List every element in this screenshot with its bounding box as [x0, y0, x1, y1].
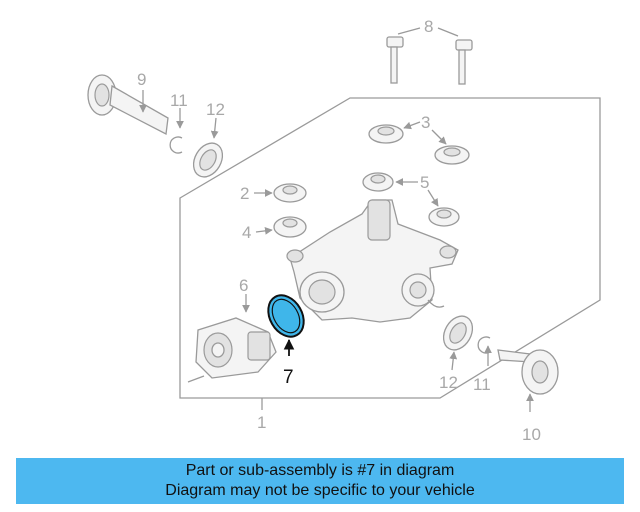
label-7: 7	[283, 367, 294, 388]
part-9-shaft	[87, 74, 169, 136]
label-3: 3	[421, 113, 430, 132]
label-6: 6	[239, 276, 248, 295]
banner-line-2: Diagram may not be specific to your vehi…	[165, 482, 475, 499]
label-11-bottom: 11	[473, 375, 491, 394]
label-5: 5	[420, 173, 429, 192]
part-6-coupling	[187, 294, 277, 383]
info-banner: Part or sub-assembly is #7 in diagram Di…	[16, 458, 624, 504]
part-10-flange	[497, 349, 559, 412]
banner-line-1: Part or sub-assembly is #7 in diagram	[185, 462, 455, 479]
part-3-mounts	[368, 121, 470, 165]
label-12-top: 12	[206, 100, 225, 119]
label-1: 1	[257, 413, 266, 432]
label-12-bottom: 12	[439, 373, 458, 392]
label-4: 4	[242, 223, 251, 242]
label-8: 8	[424, 17, 433, 36]
parts-diagram: 8 9 11 12 3 5 2 4 6 7 12 11 1 10	[87, 17, 601, 444]
label-11-top: 11	[170, 91, 188, 110]
assembly-outline	[179, 97, 601, 399]
label-2: 2	[240, 184, 249, 203]
part-5-mounts	[362, 172, 460, 227]
label-10: 10	[522, 425, 541, 444]
part-11-clip-top	[169, 136, 183, 154]
differential-carrier	[286, 199, 459, 323]
part-7-gasket-highlighted	[267, 294, 305, 356]
label-9: 9	[137, 70, 146, 89]
part-8-bolts	[386, 27, 473, 85]
